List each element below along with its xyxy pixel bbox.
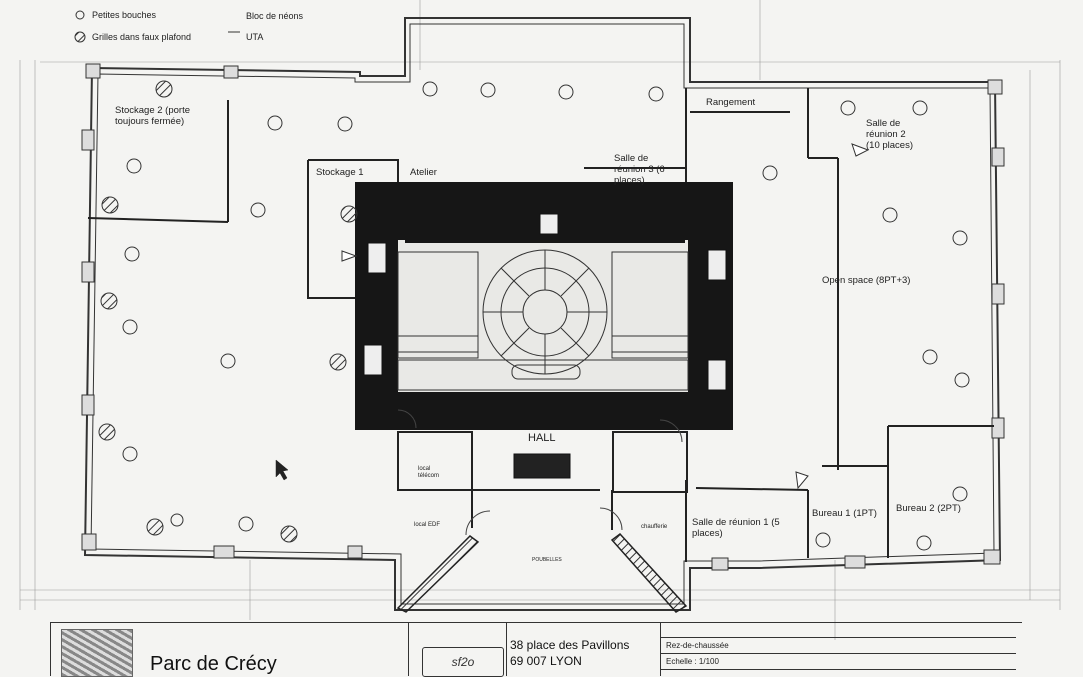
room-label-atelier: Atelier — [410, 167, 437, 178]
project-title: Parc de Crécy — [150, 653, 277, 675]
cursor-pointer-icon — [275, 459, 289, 481]
drawing-level: Rez-de-chaussée — [666, 641, 729, 650]
room-label-bureau-1: Bureau 1 (1PT) — [812, 508, 877, 519]
room-label-bureau-2: Bureau 2 (2PT) — [896, 503, 961, 514]
legend-item-grilles: Grilles dans faux plafond — [92, 32, 192, 42]
legend-item-uta: UTA — [246, 32, 264, 42]
room-label-rangement: Rangement — [706, 97, 756, 108]
room-label-local-edf: local EDF — [414, 522, 441, 528]
room-label-open-space: Open space (8PT+3) — [822, 275, 911, 286]
title-block: Parc de Crécy sf2o 38 place des Pavillon… — [50, 622, 1022, 677]
title-block-address-cell — [506, 623, 657, 676]
project-photo — [61, 629, 133, 677]
room-label-stockage-2: Stockage 2 (porte toujours fermée) — [115, 105, 190, 127]
room-label-local-telecom: local télécom — [418, 466, 440, 479]
title-block-info-cell — [660, 623, 1021, 676]
room-label-salle-reunion-2: Salle de réunion 2 (10 places) — [866, 118, 913, 151]
title-block-logo-cell — [408, 623, 509, 676]
room-label-salle-reunion-3: Salle de réunion 3 (6 places) — [614, 153, 665, 186]
project-address: 38 place des Pavillons 69 007 LYON — [510, 638, 630, 668]
legend-item-bloc-neons: Bloc de néons — [246, 11, 304, 21]
drawing-scale: Echelle : 1/100 — [666, 657, 719, 666]
room-label-stockage-1: Stockage 1 — [316, 167, 364, 178]
sf2o-logo: sf2o — [422, 647, 504, 677]
legend-item-petites-bouches: Petites bouches — [92, 10, 157, 20]
room-label-poubelles: POUBELLES — [532, 557, 562, 563]
room-label-hall: HALL — [528, 432, 556, 444]
room-label-chaufferie: chaufferie — [641, 524, 668, 530]
room-label-salle-reunion-1: Salle de réunion 1 (5 places) — [692, 517, 780, 539]
